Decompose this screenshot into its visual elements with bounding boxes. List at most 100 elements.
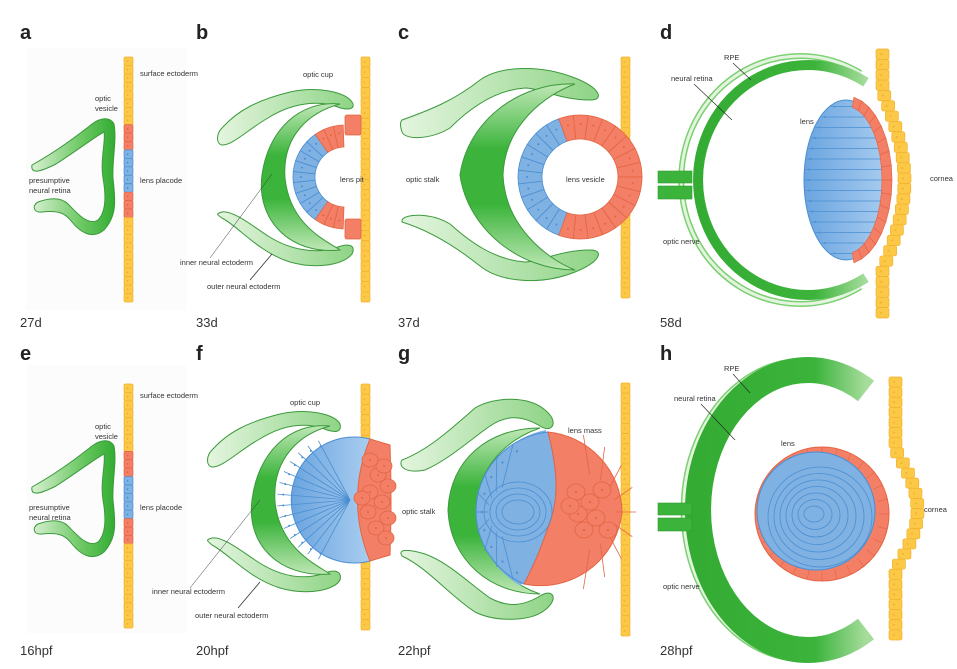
ectoderm-cell bbox=[123, 174, 134, 185]
cornea-cell bbox=[888, 589, 903, 600]
neural-retina-cup bbox=[459, 83, 576, 271]
label-vesicle: vesicle bbox=[95, 104, 118, 113]
lens-cell bbox=[344, 114, 362, 136]
cell-nucleus bbox=[363, 132, 366, 135]
cell-nucleus bbox=[880, 73, 882, 76]
cell-nucleus bbox=[623, 387, 626, 389]
cell-nucleus bbox=[893, 623, 895, 626]
cell-nucleus bbox=[893, 401, 895, 404]
cell-nucleus bbox=[531, 153, 534, 156]
ectoderm-cell bbox=[123, 259, 134, 269]
cell-nucleus bbox=[308, 202, 311, 205]
ectoderm-cell bbox=[123, 585, 134, 595]
label-optic-stalk: optic stalk bbox=[406, 175, 440, 184]
cell-nucleus bbox=[126, 220, 129, 223]
lens-fiber bbox=[283, 499, 351, 529]
cell-nucleus bbox=[515, 571, 519, 574]
cornea-cell bbox=[897, 172, 912, 184]
cornea-cell bbox=[892, 558, 906, 570]
ectoderm-cell bbox=[123, 132, 134, 142]
cell-nucleus bbox=[288, 473, 291, 476]
cell-nucleus bbox=[126, 429, 129, 432]
ectoderm-cell bbox=[123, 225, 134, 235]
ectoderm-cell bbox=[620, 423, 631, 434]
panel-e-diagram: surface ectoderm optic vesicle presumpti… bbox=[29, 383, 198, 629]
cell-nucleus bbox=[309, 450, 312, 453]
cell-nucleus bbox=[623, 447, 626, 450]
label-presumptive: presumptive bbox=[29, 176, 70, 185]
cell-nucleus bbox=[603, 222, 606, 225]
label-presumptive: presumptive bbox=[29, 503, 70, 512]
cell-nucleus bbox=[576, 512, 580, 516]
lens-epithelial-border bbox=[873, 484, 883, 490]
cell-nucleus bbox=[126, 127, 129, 130]
cell-nucleus bbox=[363, 142, 366, 145]
cell-nucleus bbox=[833, 252, 836, 255]
cell-nucleus bbox=[126, 589, 129, 592]
cell-nucleus bbox=[282, 493, 285, 496]
ectoderm-cell bbox=[123, 200, 134, 210]
cell-nucleus bbox=[367, 511, 369, 513]
cell-nucleus bbox=[537, 208, 540, 211]
cell-nucleus bbox=[579, 228, 582, 231]
label-optic-nerve: optic nerve bbox=[663, 237, 700, 246]
ectoderm-cell bbox=[620, 96, 631, 108]
cell-nucleus bbox=[126, 237, 129, 240]
cell-nucleus bbox=[363, 285, 366, 288]
cell-nucleus bbox=[126, 597, 129, 600]
ectoderm-cell bbox=[360, 87, 371, 99]
cell-nucleus bbox=[338, 219, 341, 222]
cell-nucleus bbox=[628, 157, 631, 160]
ectoderm-cell bbox=[360, 158, 371, 170]
cell-nucleus bbox=[623, 131, 626, 134]
lens-fiber-ring bbox=[489, 487, 547, 537]
stage-label-b: 33d bbox=[196, 315, 218, 330]
lens-fiber bbox=[608, 464, 622, 490]
cell-nucleus bbox=[555, 128, 558, 131]
cornea-cell bbox=[888, 396, 903, 408]
cell-nucleus bbox=[623, 261, 626, 264]
cell-nucleus bbox=[319, 445, 322, 448]
cell-nucleus bbox=[824, 116, 827, 118]
cell-nucleus bbox=[906, 542, 909, 545]
ectoderm-cell bbox=[620, 544, 631, 556]
lens-fiber bbox=[279, 482, 351, 501]
ectoderm-cell bbox=[123, 450, 134, 461]
panel-letter-c: c bbox=[398, 22, 410, 44]
cell-nucleus bbox=[363, 408, 366, 411]
label-neural-retina: neural retina bbox=[29, 513, 72, 522]
cell-nucleus bbox=[363, 388, 366, 391]
cell-nucleus bbox=[363, 214, 366, 217]
lens-fiber bbox=[277, 493, 351, 501]
cornea-cell bbox=[888, 427, 903, 439]
cell-nucleus bbox=[126, 496, 129, 499]
ectoderm-cell bbox=[360, 404, 371, 416]
cell-nucleus bbox=[293, 533, 296, 536]
cell-nucleus bbox=[369, 491, 371, 493]
lens-cell bbox=[332, 124, 345, 149]
cell-nucleus bbox=[363, 61, 366, 64]
lens-epithelial-cell bbox=[881, 179, 893, 195]
lens-fiber bbox=[476, 491, 490, 506]
cell-nucleus bbox=[126, 263, 129, 265]
cell-nucleus bbox=[566, 227, 569, 230]
cell-nucleus bbox=[301, 541, 304, 544]
cell-nucleus bbox=[483, 529, 486, 532]
lens-fiber bbox=[279, 499, 351, 518]
label-surface-ectoderm: surface ectoderm bbox=[140, 391, 198, 400]
cell-nucleus bbox=[893, 441, 895, 444]
ectoderm-cell bbox=[620, 595, 631, 606]
cell-nucleus bbox=[126, 530, 129, 533]
ectoderm-cell bbox=[123, 166, 134, 176]
cell-nucleus bbox=[568, 504, 572, 508]
ectoderm-cell bbox=[123, 183, 134, 193]
lens-fiber-ring bbox=[791, 492, 841, 538]
ectoderm-cell bbox=[620, 554, 631, 566]
cell-nucleus bbox=[300, 185, 303, 188]
cell-nucleus bbox=[914, 512, 917, 515]
cell-nucleus bbox=[322, 137, 325, 140]
cell-nucleus bbox=[896, 563, 899, 566]
cell-nucleus bbox=[527, 164, 530, 167]
ectoderm-cell bbox=[123, 568, 134, 578]
cell-nucleus bbox=[881, 94, 884, 97]
